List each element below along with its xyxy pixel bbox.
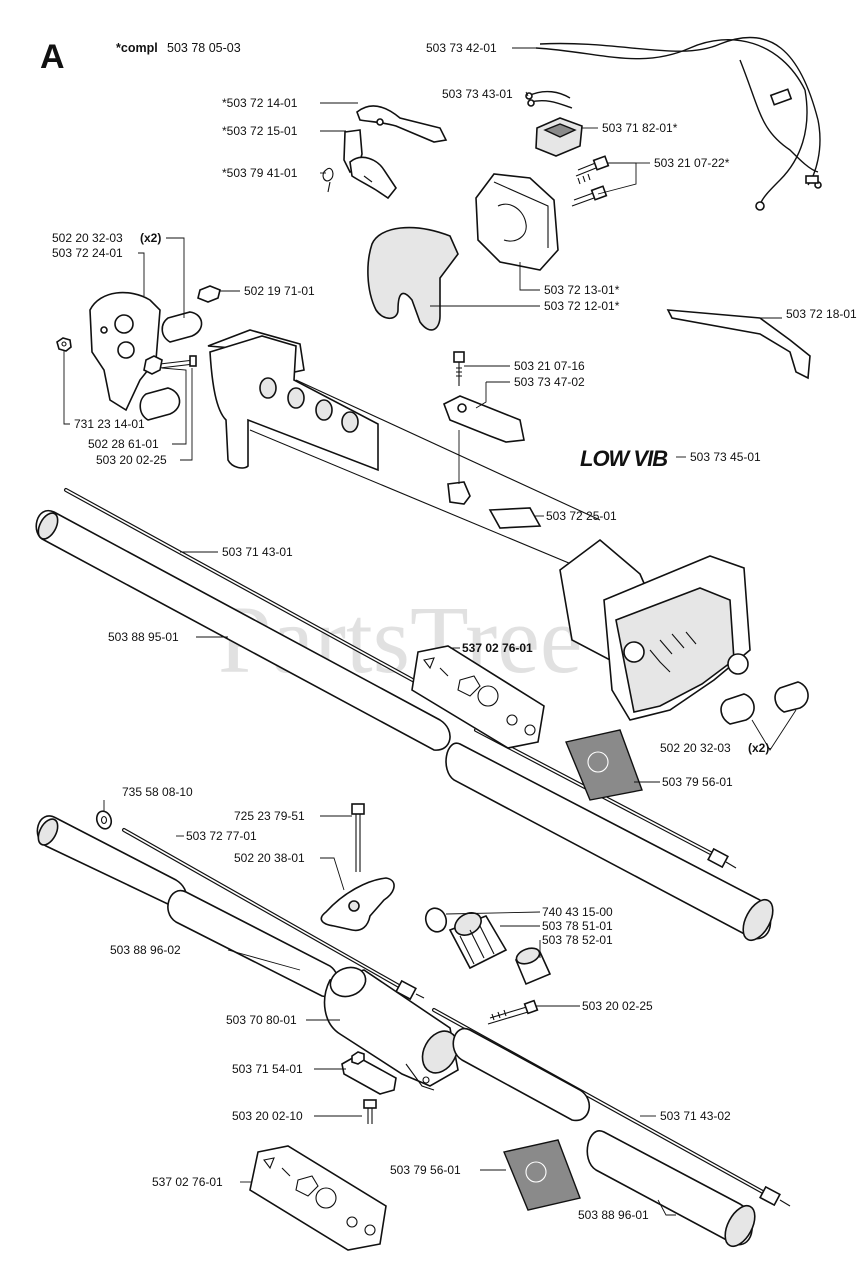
label-503721501: *503 72 15-01	[222, 124, 298, 138]
throttle-lever	[356, 105, 448, 143]
label-503200225b: 503 20 02-25	[582, 999, 653, 1013]
label-503734201: 503 73 42-01	[426, 41, 497, 55]
label-502286101: 502 28 61-01	[88, 437, 159, 451]
knob	[320, 877, 395, 932]
label-537027601b: 537 02 76-01	[152, 1175, 223, 1189]
label-503795601b: 503 79 56-01	[390, 1163, 461, 1177]
label-503734702: 503 73 47-02	[514, 375, 585, 389]
label-503889602a: 503 88 96-02	[110, 943, 181, 957]
throttle-cable-stick	[666, 309, 811, 380]
bushing	[514, 947, 552, 986]
wire-harness	[535, 36, 822, 211]
dampers-lower	[139, 387, 181, 421]
warning-decal-2	[503, 1139, 581, 1211]
label-503721301: 503 72 13-01*	[544, 283, 620, 297]
switch-wire	[525, 90, 573, 109]
label-503795601a: 503 79 56-01	[662, 775, 733, 789]
handle-bracket	[89, 291, 161, 412]
clamp-nut	[56, 337, 72, 352]
label-725237951: 725 23 79-51	[234, 809, 305, 823]
outer-tube-lower-b	[445, 742, 774, 942]
part-labels: 503 73 42-01 503 73 43-01 503 71 82-01* …	[52, 41, 857, 1222]
label-503889601b: 503 88 96-01	[578, 1208, 649, 1222]
label-503714301: 503 71 43-01	[222, 545, 293, 559]
header-number: 503 78 05-03	[167, 41, 241, 55]
label-502203801: 502 20 38-01	[234, 851, 305, 865]
label-503794101: *503 79 41-01	[222, 166, 298, 180]
label-x2-a: (x2)	[140, 231, 161, 245]
outer-tube-lower-c	[167, 889, 340, 998]
small-nut	[197, 285, 221, 303]
throttle-trigger	[349, 156, 397, 200]
warning-decal-1	[565, 729, 643, 801]
long-bolt	[351, 803, 365, 872]
low-vib-logo: LOW VIB	[578, 446, 676, 471]
label-537027601a: 537 02 76-01	[462, 641, 533, 655]
bracket-screw	[143, 355, 197, 375]
label-503714302: 503 71 43-02	[660, 1109, 731, 1123]
leader-lines	[63, 47, 797, 1216]
label-503722501: 503 72 25-01	[546, 509, 617, 523]
label-503734501: 503 73 45-01	[690, 450, 761, 464]
label-502203203b: 502 20 32-03	[660, 741, 731, 755]
label-503721801: 503 72 18-01	[786, 307, 857, 321]
guide-bracket	[442, 395, 525, 443]
coupling-screws	[487, 999, 539, 1025]
label-502197101: 502 19 71-01	[244, 284, 315, 298]
label-503210716: 503 21 07-16	[514, 359, 585, 373]
label-503734301: 503 73 43-01	[442, 87, 513, 101]
safety-decal-2	[249, 1145, 387, 1251]
low-vib-logo-text: LOW VIB	[580, 446, 668, 471]
guide-strip	[488, 507, 542, 529]
torsion-spring	[322, 167, 334, 193]
drive-shaft-upper	[64, 488, 462, 708]
safety-decal-1	[411, 645, 545, 749]
label-503200225a: 503 20 02-25	[96, 453, 167, 467]
label-503727701: 503 72 77-01	[186, 829, 257, 843]
label-740431500: 740 43 15-00	[542, 905, 613, 919]
label-x2-b: (x2)	[748, 741, 769, 755]
label-503785201: 503 78 52-01	[542, 933, 613, 947]
handle-screws	[571, 155, 610, 207]
header-prefix: *compl	[116, 41, 158, 55]
label-503715401: 503 71 54-01	[232, 1062, 303, 1076]
label-731231401: 731 23 14-01	[74, 417, 145, 431]
handle-cover	[367, 226, 459, 331]
clamp-bolt	[453, 351, 465, 386]
label-503708001: 503 70 80-01	[226, 1013, 297, 1027]
tube-coupling	[323, 966, 459, 1091]
section-letter: A	[40, 38, 65, 76]
outer-tube-upper	[35, 509, 451, 751]
outer-tube-lower-a	[36, 815, 187, 907]
throttle-housing	[475, 173, 559, 271]
label-503722401: 503 72 24-01	[52, 246, 123, 260]
o-ring	[424, 907, 448, 933]
label-503721201: 503 72 12-01*	[544, 299, 620, 313]
stop-switch	[535, 117, 583, 157]
label-503200210: 503 20 02-10	[232, 1109, 303, 1123]
clamp-plate	[341, 1051, 397, 1095]
outer-tube-bottom-a	[452, 1027, 591, 1122]
label-503718201: 503 71 82-01*	[602, 121, 678, 135]
vibration-dampers-right	[720, 681, 809, 725]
lower-screw	[363, 1099, 377, 1124]
washer	[95, 810, 113, 830]
bearing-holder	[448, 912, 508, 970]
label-503785101: 503 78 51-01	[542, 919, 613, 933]
label-502203203a: 502 20 32-03	[52, 231, 123, 245]
outer-tube-bottom-b	[586, 1130, 756, 1248]
dampers-upper	[161, 311, 203, 343]
label-503721401: *503 72 14-01	[222, 96, 298, 110]
label-502210722: 503 21 07-22*	[654, 156, 730, 170]
label-503889501: 503 88 95-01	[108, 630, 179, 644]
coupling-housing	[603, 555, 751, 721]
shaft-key	[447, 481, 471, 505]
drive-shaft-lower	[122, 828, 425, 1001]
label-735580810: 735 58 08-10	[122, 785, 193, 799]
